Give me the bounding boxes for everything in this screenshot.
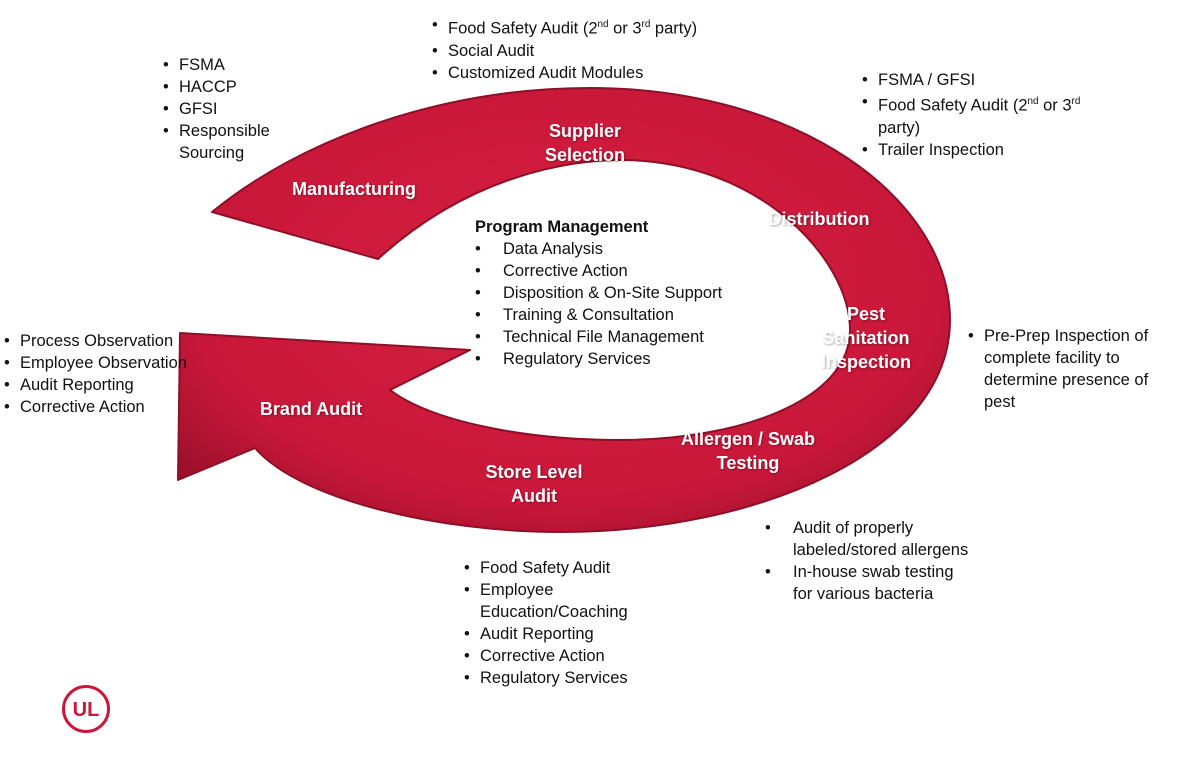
list-item: FSMA / GFSI	[862, 69, 1102, 91]
list-item: Audit Reporting	[4, 374, 224, 396]
list-item: Trailer Inspection	[862, 139, 1102, 161]
list-item: Corrective Action	[475, 260, 725, 282]
list-item: Process Observation	[4, 330, 224, 352]
stage-manufacturing: Manufacturing	[292, 179, 416, 199]
list-item: Training & Consultation	[475, 304, 725, 326]
stage-allergen-swab-testing: Allergen / Swab Testing	[680, 429, 816, 473]
list-item: Responsible Sourcing	[163, 120, 303, 164]
list-item: Customized Audit Modules	[432, 62, 762, 84]
list-item: Data Analysis	[475, 238, 725, 260]
list-item: Audit Reporting	[464, 623, 694, 645]
stage-store-level-audit: Store Level Audit	[485, 462, 583, 506]
list-item: In-house swab testing for various bacter…	[765, 561, 975, 605]
list-item: Employee Observation	[4, 352, 224, 374]
list-item: Corrective Action	[464, 645, 694, 667]
stage-distribution: Distribution	[768, 209, 870, 229]
callout-pest: Pre-Prep Inspection of complete facility…	[968, 325, 1153, 413]
callout-distribution: FSMA / GFSIFood Safety Audit (2nd or 3rd…	[862, 69, 1102, 161]
callout-allergen: Audit of properly labeled/stored allerge…	[765, 517, 975, 605]
list-item: Audit of properly labeled/stored allerge…	[765, 517, 975, 561]
list-item: Pre-Prep Inspection of complete facility…	[968, 325, 1153, 413]
list-item: Regulatory Services	[464, 667, 694, 689]
program-management-title: Program Management	[475, 218, 649, 236]
stage-supplier-selection: Supplier Selection	[544, 121, 626, 165]
stage-pest-sanitation-inspection: Pest Sanitation Inspection	[820, 304, 911, 372]
callout-supplier-selection: Food Safety Audit (2nd or 3rd party)Soci…	[432, 14, 762, 84]
list-item: Technical File Management	[475, 326, 725, 348]
list-item: Social Audit	[432, 40, 762, 62]
ul-logo: UL	[62, 685, 110, 733]
callout-brand-audit: Process ObservationEmployee ObservationA…	[4, 330, 224, 418]
list-item: Corrective Action	[4, 396, 224, 418]
ul-logo-text: UL	[73, 699, 100, 721]
list-item: GFSI	[163, 98, 303, 120]
stage-brand-audit: Brand Audit	[259, 399, 363, 419]
list-item: FSMA	[163, 54, 303, 76]
program-management: Program Management Data AnalysisCorrecti…	[475, 216, 725, 370]
cycle-arrow-shape	[177, 87, 951, 533]
program-management-list: Data AnalysisCorrective ActionDispositio…	[475, 238, 725, 370]
list-item: Food Safety Audit	[464, 557, 694, 579]
list-item: HACCP	[163, 76, 303, 98]
callout-manufacturing: FSMAHACCPGFSIResponsible Sourcing	[163, 54, 303, 164]
callout-store-level: Food Safety AuditEmployee Education/Coac…	[464, 557, 694, 689]
list-item: Employee Education/Coaching	[464, 579, 694, 623]
list-item: Food Safety Audit (2nd or 3rd party)	[862, 91, 1102, 139]
list-item: Food Safety Audit (2nd or 3rd party)	[432, 14, 762, 40]
list-item: Disposition & On-Site Support	[475, 282, 725, 304]
list-item: Regulatory Services	[475, 348, 725, 370]
